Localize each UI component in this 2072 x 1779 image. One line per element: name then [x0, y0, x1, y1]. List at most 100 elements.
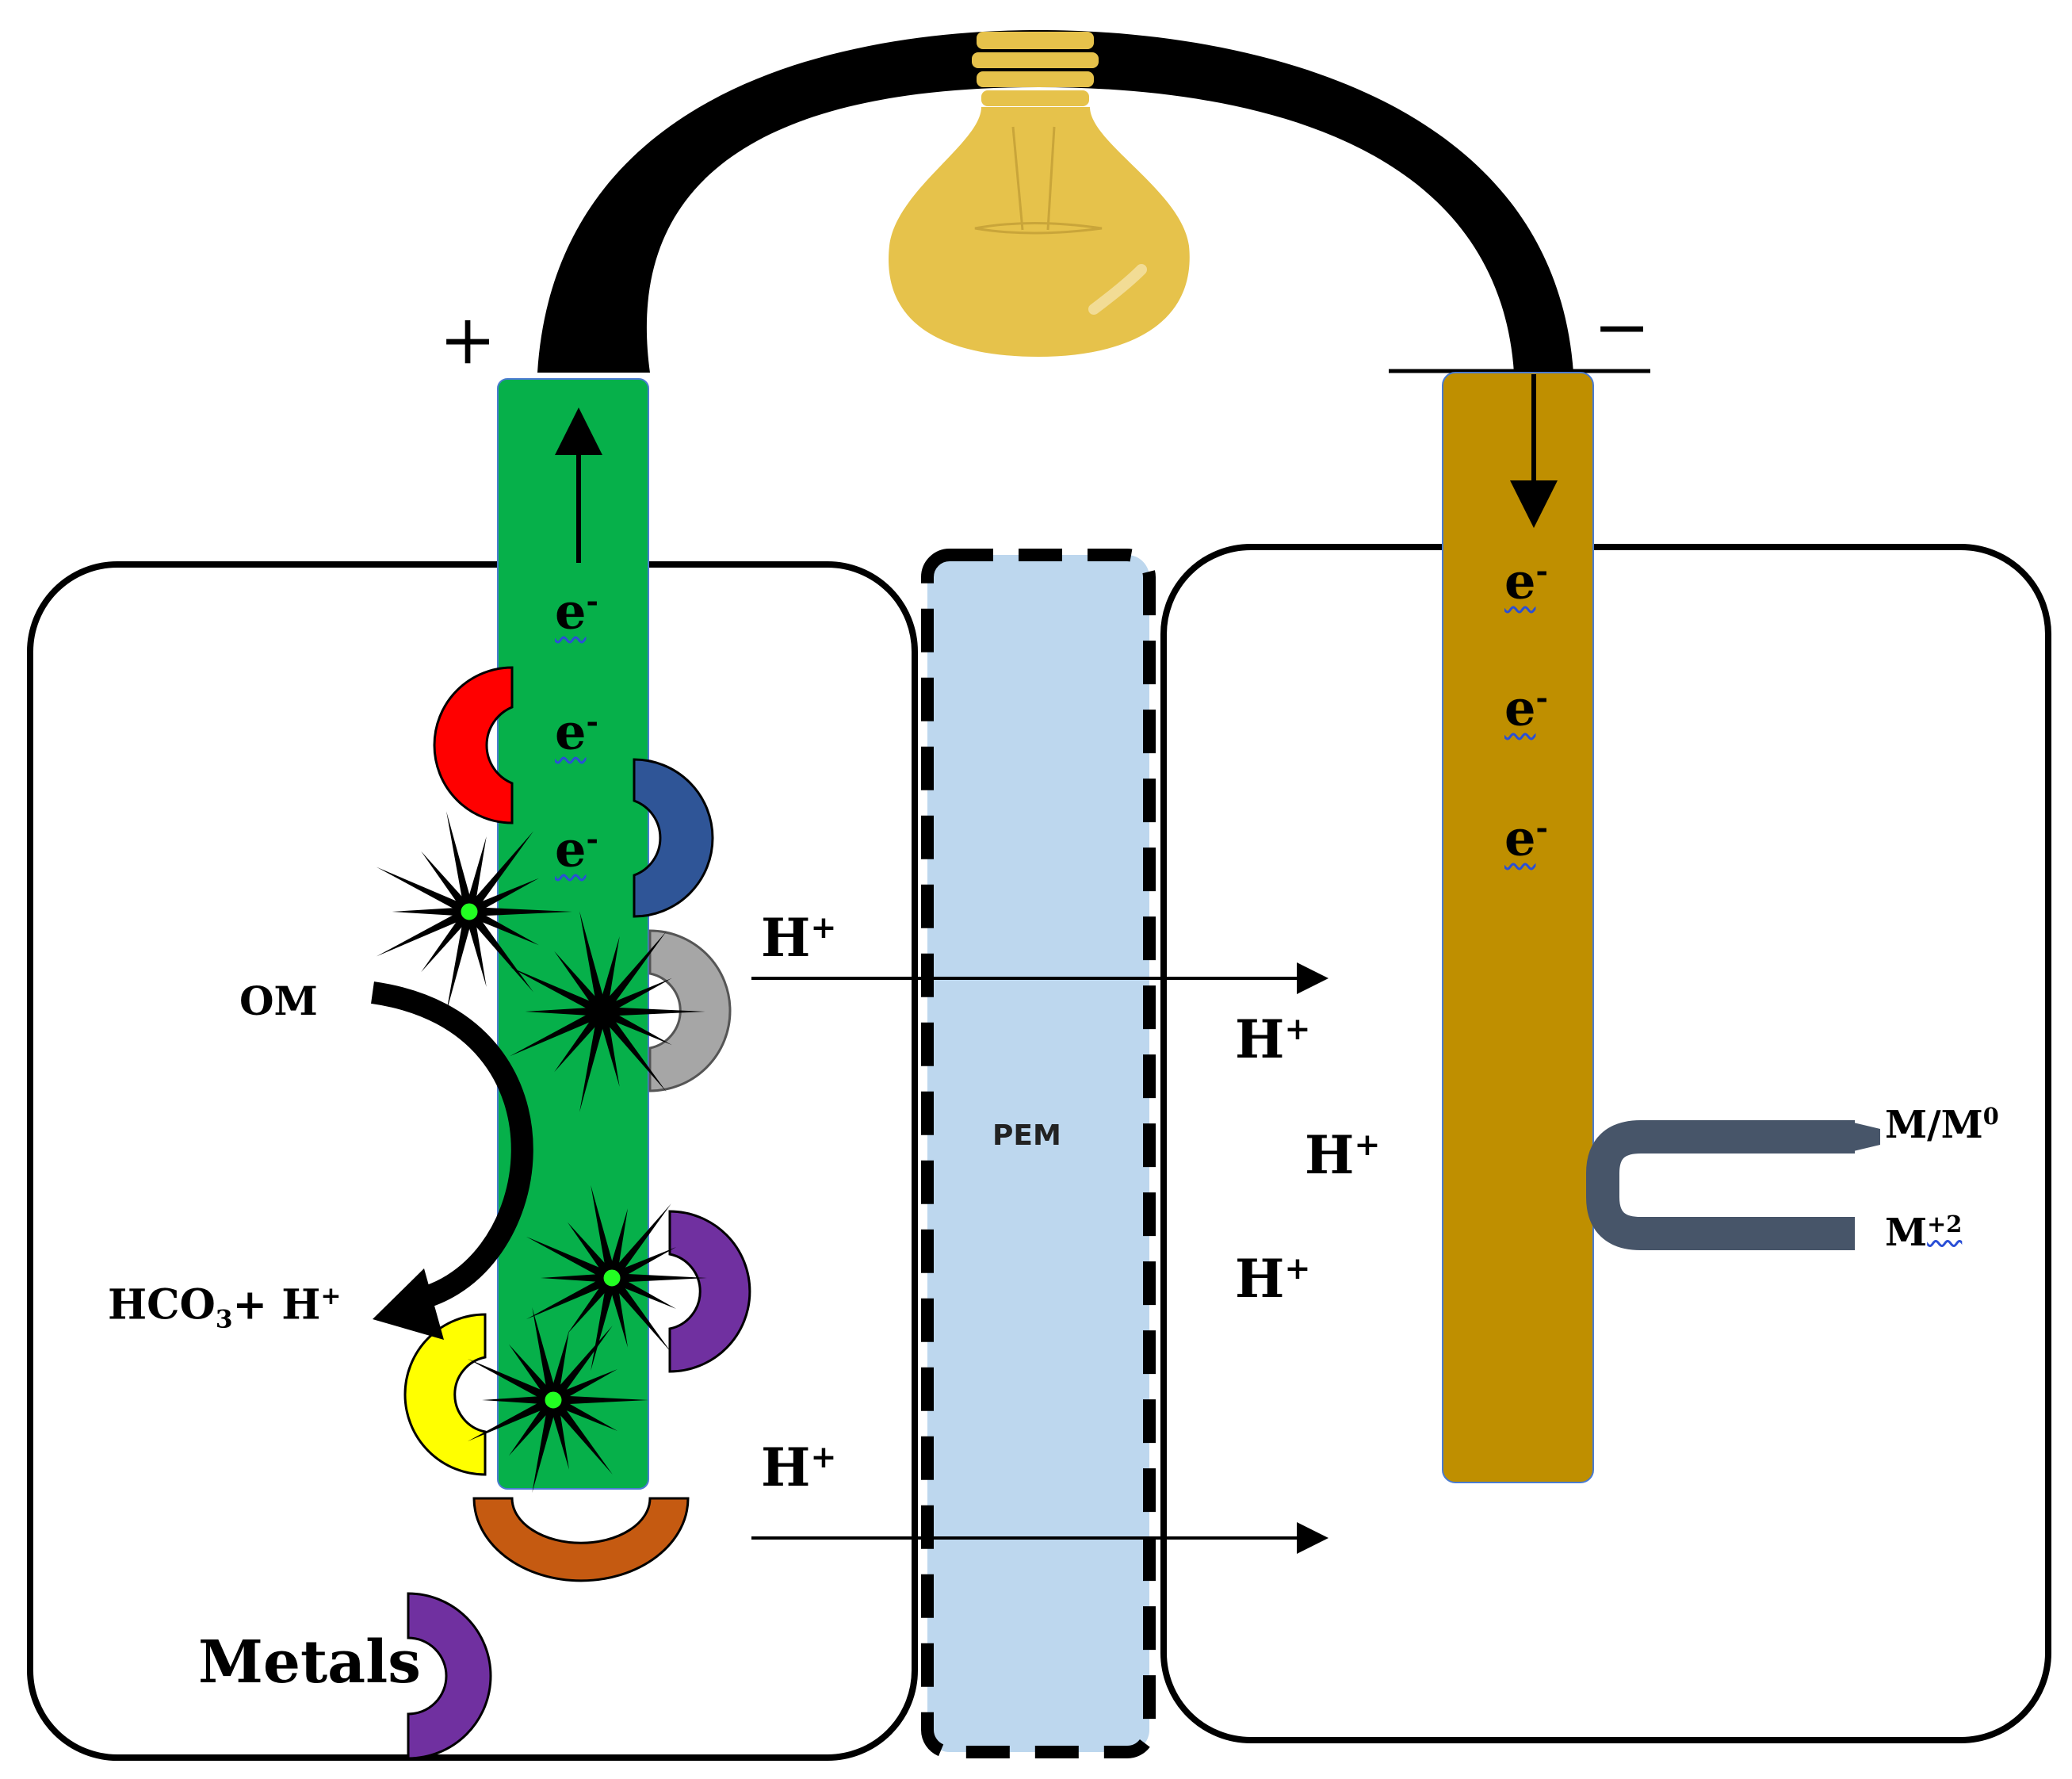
- star-ray: [598, 1010, 620, 1088]
- star-ray: [392, 907, 469, 916]
- light-bulb-icon: [889, 32, 1190, 357]
- cathode-electron-3: e-: [1504, 809, 1548, 867]
- metal-ion-label: M+2: [1885, 1211, 1963, 1255]
- star-ray: [598, 931, 667, 1015]
- star-ray: [610, 1273, 677, 1310]
- star-center: [601, 1267, 623, 1289]
- external-wire: [537, 30, 1573, 373]
- cathode-proton-2: H+: [1305, 1124, 1381, 1186]
- anode-electron-3: e-: [555, 820, 598, 878]
- star-ray: [541, 1273, 612, 1283]
- star-ray: [554, 1008, 606, 1073]
- organic-matter-label: OM: [239, 977, 318, 1024]
- star-ray: [446, 910, 474, 1012]
- star-ray: [482, 1395, 553, 1405]
- microbe-icon-metals: [407, 1592, 492, 1760]
- star-ray: [591, 1185, 617, 1280]
- star-ray: [567, 1222, 616, 1281]
- cathode-proton-3: H+: [1235, 1248, 1311, 1310]
- microbe-icon-gray: [648, 929, 732, 1092]
- microbe-icon-purple: [668, 1210, 751, 1373]
- star-ray: [598, 935, 620, 1013]
- star-ray: [509, 1007, 605, 1057]
- star-burst-icon-4: [467, 1307, 648, 1493]
- star-ray: [554, 951, 606, 1015]
- star-ray: [532, 1307, 558, 1402]
- star-ray: [610, 1246, 677, 1283]
- star-ray: [602, 1007, 705, 1016]
- anode-electron-1: e-: [555, 582, 598, 641]
- cathode-proton-1: H+: [1235, 1008, 1311, 1070]
- proton-label-bottom: H+: [761, 1437, 837, 1498]
- star-ray: [553, 1395, 648, 1405]
- star-ray: [376, 867, 472, 916]
- star-ray: [612, 1273, 707, 1283]
- positive-terminal: +: [439, 300, 497, 380]
- star-ray: [567, 1275, 616, 1334]
- star-ray: [598, 1008, 667, 1092]
- star-center: [458, 901, 480, 923]
- star-ray: [446, 811, 474, 913]
- metal-reduction-hook: [1586, 1120, 1855, 1250]
- star-ray: [549, 1398, 570, 1470]
- proton-exchange-membrane: [921, 549, 1156, 1758]
- star-ray: [607, 1276, 629, 1348]
- star-ray: [469, 907, 572, 916]
- star-ray: [464, 910, 487, 988]
- star-ray: [551, 1395, 618, 1432]
- star-ray: [467, 1395, 556, 1442]
- star-ray: [467, 1358, 556, 1405]
- cathode-electron-1: e-: [1504, 552, 1548, 610]
- star-ray: [600, 977, 672, 1016]
- cathode-electron-2: e-: [1504, 679, 1548, 737]
- star-ray: [600, 1007, 672, 1046]
- star-burst-icon-3: [526, 1185, 707, 1371]
- microbe-icon-orange: [472, 1497, 690, 1582]
- star-ray: [467, 907, 539, 946]
- star-ray: [532, 1398, 558, 1493]
- proton-label-top: H+: [761, 907, 837, 969]
- star-ray: [607, 1208, 629, 1280]
- star-ray: [421, 909, 473, 973]
- star-ray: [608, 1203, 671, 1281]
- anode-electrode: [497, 378, 649, 1490]
- star-ray: [421, 851, 473, 915]
- star-ray: [579, 1010, 607, 1112]
- star-ray: [526, 1236, 614, 1283]
- star-ray: [508, 1344, 557, 1403]
- microbe-icon-red: [433, 666, 514, 824]
- om-conversion-arrow: [371, 981, 533, 1313]
- star-ray: [608, 1275, 671, 1352]
- star-ray: [508, 1397, 557, 1456]
- om-conversion-arrowhead: [373, 1268, 444, 1340]
- products-label: HCO3+ H+: [108, 1280, 342, 1334]
- star-ray: [551, 1368, 618, 1405]
- microbe-icon-blue: [633, 758, 714, 918]
- star-burst-icon-2: [509, 911, 705, 1112]
- star-ray: [465, 831, 534, 915]
- star-ray: [591, 1276, 617, 1371]
- pem-label: PEM: [992, 1119, 1061, 1152]
- metal-reduced-label: M/M0: [1885, 1103, 1999, 1147]
- microbe-icon-yellow: [403, 1313, 487, 1476]
- metal-hook-tip: [1847, 1121, 1880, 1153]
- star-ray: [579, 911, 607, 1013]
- cathode-electrode: [1442, 372, 1594, 1483]
- anode-electron-2: e-: [555, 702, 598, 761]
- star-ray: [464, 836, 487, 913]
- metals-label: Metals: [198, 1628, 421, 1697]
- star-ray: [467, 878, 539, 916]
- star-ray: [525, 1007, 602, 1016]
- star-ray: [526, 1273, 614, 1320]
- star-ray: [376, 907, 472, 957]
- star-ray: [549, 1326, 613, 1403]
- star-center: [591, 1000, 614, 1023]
- star-ray: [549, 1397, 613, 1475]
- star-ray: [549, 1330, 570, 1402]
- star-ray: [509, 966, 605, 1016]
- star-center: [542, 1389, 564, 1411]
- negative-terminal: −: [1593, 288, 1651, 367]
- star-burst-icon-1: [376, 811, 572, 1012]
